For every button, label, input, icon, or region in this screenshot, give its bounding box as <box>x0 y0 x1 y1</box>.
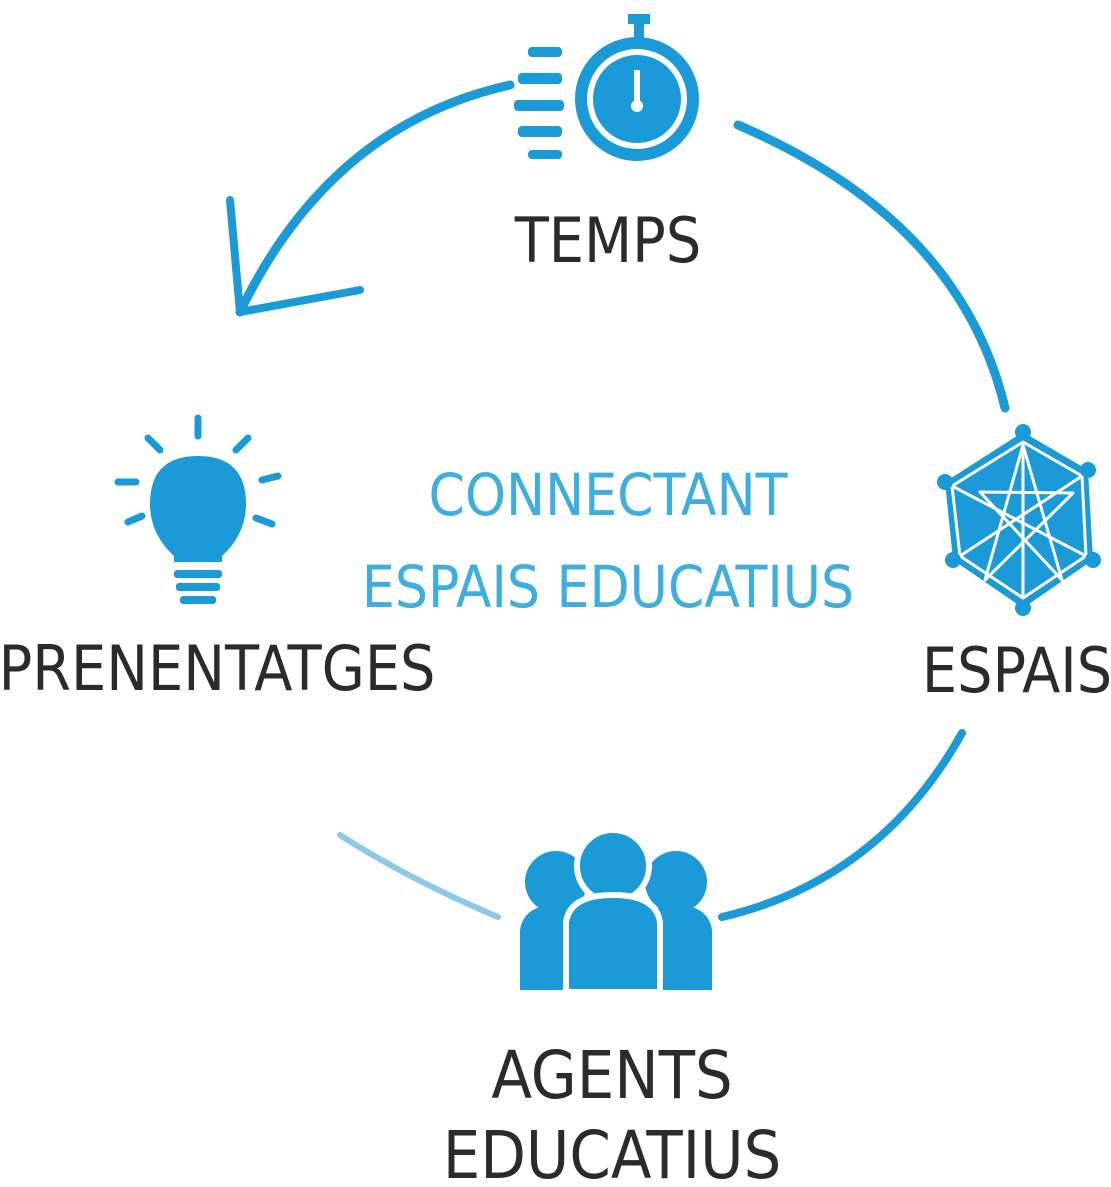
people-group-icon <box>520 827 712 995</box>
center-title-line2: ESPAIS EDUCATIUS <box>362 553 854 621</box>
aprenentatges-label: APRENENTATGES <box>0 632 435 705</box>
arrowhead-icon <box>226 196 364 316</box>
lightbulb-icon <box>114 414 282 604</box>
arc-espais-to-agents <box>718 729 966 921</box>
agents-label-line1: AGENTS <box>491 1037 732 1114</box>
stopwatch-icon <box>514 14 699 161</box>
center-title-line1: CONNECTANT <box>429 461 789 529</box>
arc-temps-to-espais <box>733 120 1010 413</box>
agents-label-line2: EDUCATIUS <box>443 1117 782 1187</box>
cycle-arcs <box>226 80 1010 921</box>
network-web-icon <box>937 424 1101 616</box>
arc-temps-to-aprenentatges <box>235 80 515 317</box>
espais-label: ESPAIS <box>922 634 1111 707</box>
arc-agents-to-aprenentatges <box>337 832 501 920</box>
temps-label: TEMPS <box>514 204 701 277</box>
